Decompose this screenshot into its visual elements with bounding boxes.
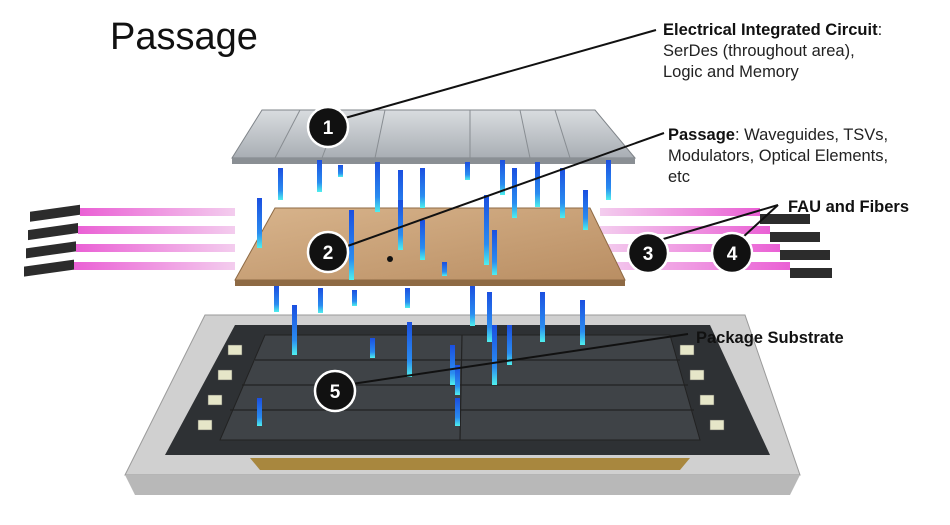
- passage-edge: [235, 280, 625, 286]
- substrate-label: Package Substrate: [696, 329, 844, 347]
- passage-line1: Waveguides, TSVs,: [744, 126, 889, 144]
- tsv-bar: [442, 262, 447, 276]
- tsv-bar: [492, 325, 497, 385]
- eic-layer: [231, 109, 637, 164]
- tsv-bar: [352, 290, 357, 306]
- substrate-gold-edge: [250, 458, 690, 470]
- tsv-bar: [338, 165, 343, 177]
- tsv-bar: [492, 230, 497, 275]
- tsv-bar: [370, 338, 375, 358]
- callout-1-number: 1: [323, 118, 334, 139]
- callout-2: 2: [306, 230, 350, 274]
- callout-5-number: 5: [330, 382, 341, 403]
- tsv-bar: [484, 195, 489, 265]
- tsv-bar: [375, 162, 380, 212]
- tsv-bar: [420, 168, 425, 208]
- tsv-bar: [606, 160, 611, 200]
- tsv-bar: [512, 168, 517, 218]
- leader-2: [341, 132, 665, 249]
- passage-center-dot: [387, 256, 393, 262]
- eic-line2: Logic and Memory: [663, 63, 799, 81]
- callout-3: 3: [626, 231, 670, 275]
- tsv-bar: [455, 398, 460, 426]
- substrate-side-pads-right: [679, 344, 725, 431]
- tsv-bar: [507, 325, 512, 365]
- passage-heading: Passage: [668, 126, 735, 144]
- tsv-bar: [274, 286, 279, 312]
- callout-4-number: 4: [727, 244, 738, 265]
- tsv-bar: [540, 292, 545, 342]
- eic-edge: [232, 158, 635, 164]
- tsv-bar: [487, 292, 492, 342]
- passage-layer: [234, 207, 626, 286]
- tsv-bar: [500, 160, 505, 195]
- passage-top: [234, 207, 626, 281]
- substrate-side-pads-left: [197, 344, 243, 431]
- tsv-bar: [278, 168, 283, 200]
- passage-line3: etc: [668, 168, 691, 186]
- tsv-bar: [465, 162, 470, 180]
- tsv-bar: [405, 288, 410, 308]
- callout-5: 5: [313, 369, 357, 413]
- leader-3: [659, 204, 779, 241]
- tsv-bar: [257, 198, 262, 248]
- callout-1: 1: [306, 105, 350, 149]
- leader-lines: [341, 29, 779, 386]
- page-title: Passage: [110, 16, 258, 58]
- passage-line2: Modulators, Optical Elements,: [668, 147, 889, 165]
- tsv-bar: [455, 365, 460, 395]
- tsv-bar: [470, 286, 475, 326]
- eic-heading: Electrical Integrated Circuit: [663, 21, 878, 39]
- leader-1: [344, 29, 657, 119]
- substrate-frame-front: [125, 475, 800, 495]
- eic-label: Electrical Integrated Circuit: SerDes (t…: [663, 21, 883, 81]
- leader-5: [344, 333, 689, 386]
- passage-label: Passage: Waveguides, TSVs, Modulators, O…: [668, 126, 889, 186]
- tsv-bar: [583, 190, 588, 230]
- callout-2-number: 2: [323, 243, 334, 264]
- tsv-bar: [450, 345, 455, 385]
- tsv-bar: [535, 162, 540, 207]
- tsv-bar: [318, 288, 323, 313]
- eic-top: [231, 109, 637, 159]
- leader-4: [741, 204, 779, 239]
- fau-label: FAU and Fibers: [788, 198, 910, 216]
- tsv-bar: [292, 305, 297, 355]
- tsv-bar: [257, 398, 262, 426]
- callout-3-number: 3: [643, 244, 654, 265]
- fau-right: [600, 208, 832, 278]
- tsv-bar: [407, 322, 412, 377]
- fau-left: [24, 204, 235, 277]
- tsv-bar: [398, 200, 403, 250]
- tsv-bar: [317, 160, 322, 192]
- callout-4: 4: [710, 231, 754, 275]
- tsv-bar: [580, 300, 585, 345]
- eic-line1: SerDes (throughout area),: [663, 42, 855, 60]
- tsv-bar: [420, 220, 425, 260]
- tsv-bar: [560, 168, 565, 218]
